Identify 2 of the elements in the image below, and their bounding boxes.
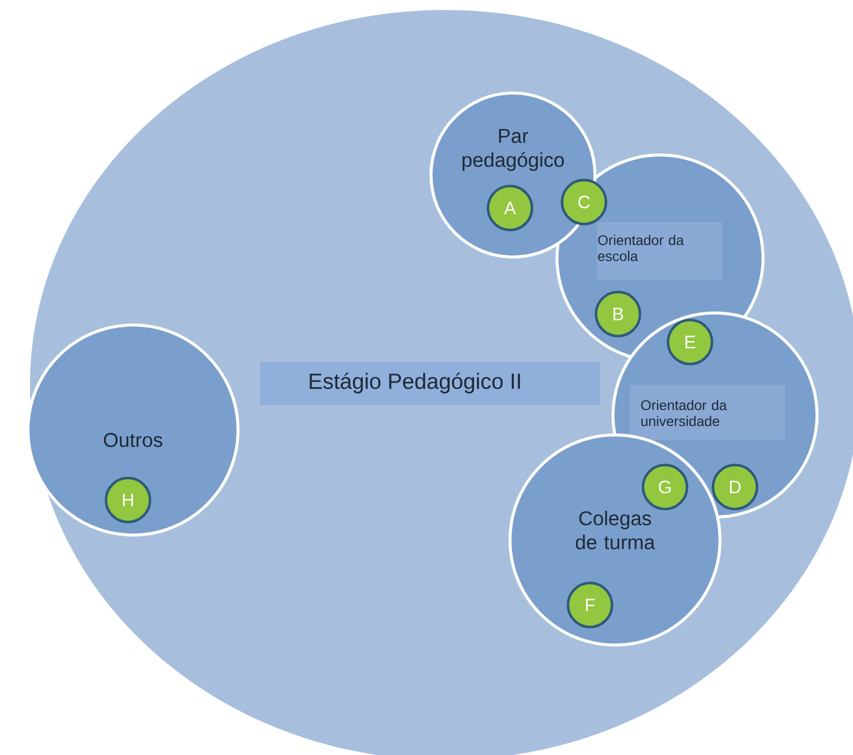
title-label: Estágio Pedagógico II	[260, 362, 600, 405]
node-label: Orientador da universidade	[641, 400, 727, 426]
